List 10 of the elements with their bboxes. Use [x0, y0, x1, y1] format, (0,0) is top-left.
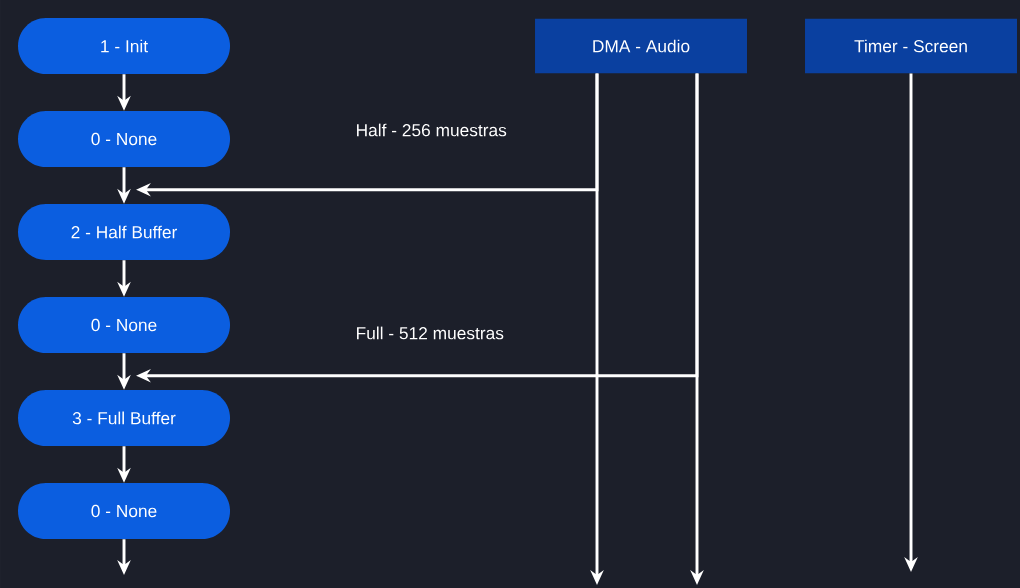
edge-label: Full - 512 muestras [357, 326, 504, 340]
process-pill: 2 - Half Buffer [18, 204, 230, 260]
header-box: DMA - Audio [535, 18, 747, 74]
process-pill: 1 - Init [18, 18, 230, 74]
edge-label: Half - 256 muestras [357, 123, 507, 137]
process-pill: 0 - None [18, 483, 230, 539]
process-pill: 3 - Full Buffer [18, 390, 230, 446]
process-pill: 0 - None [18, 111, 230, 167]
process-pill: 0 - None [18, 297, 230, 353]
header-box: Timer - Screen [805, 18, 1017, 74]
